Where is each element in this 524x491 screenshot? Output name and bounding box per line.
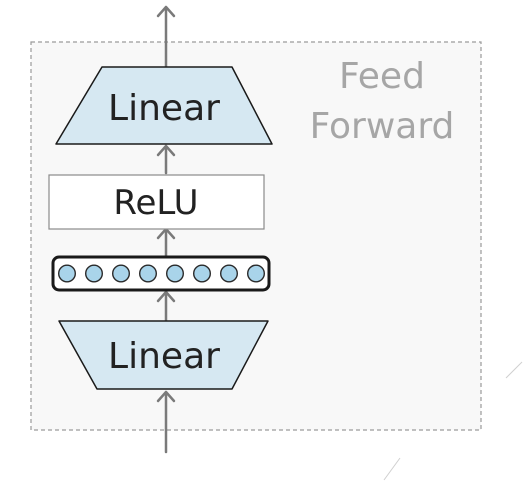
top-linear-layer: Linear bbox=[55, 66, 273, 145]
hidden-unit-node bbox=[58, 264, 77, 283]
block-title-line1: Feed bbox=[339, 56, 425, 97]
up-arrow-icon bbox=[156, 290, 176, 322]
hidden-unit-node bbox=[246, 264, 265, 283]
up-arrow-icon bbox=[156, 390, 176, 454]
hidden-unit-node bbox=[219, 264, 238, 283]
hidden-unit-node bbox=[84, 264, 103, 283]
up-arrow-icon bbox=[156, 144, 176, 175]
hidden-units-layer bbox=[51, 255, 271, 292]
up-arrow-icon bbox=[156, 5, 176, 68]
hidden-units bbox=[58, 264, 265, 283]
decorative-line bbox=[383, 457, 401, 481]
hidden-unit-node bbox=[111, 264, 130, 283]
top-linear-label: Linear bbox=[108, 88, 220, 129]
decorative-line bbox=[505, 361, 523, 379]
bottom-linear-layer: Linear bbox=[58, 320, 269, 390]
hidden-unit-node bbox=[192, 264, 211, 283]
block-title-line2: Forward bbox=[310, 106, 455, 147]
relu-label: ReLU bbox=[113, 183, 198, 223]
relu-layer: ReLU bbox=[48, 174, 265, 230]
hidden-unit-node bbox=[165, 264, 184, 283]
bottom-linear-label: Linear bbox=[108, 336, 220, 377]
hidden-unit-node bbox=[138, 264, 157, 283]
